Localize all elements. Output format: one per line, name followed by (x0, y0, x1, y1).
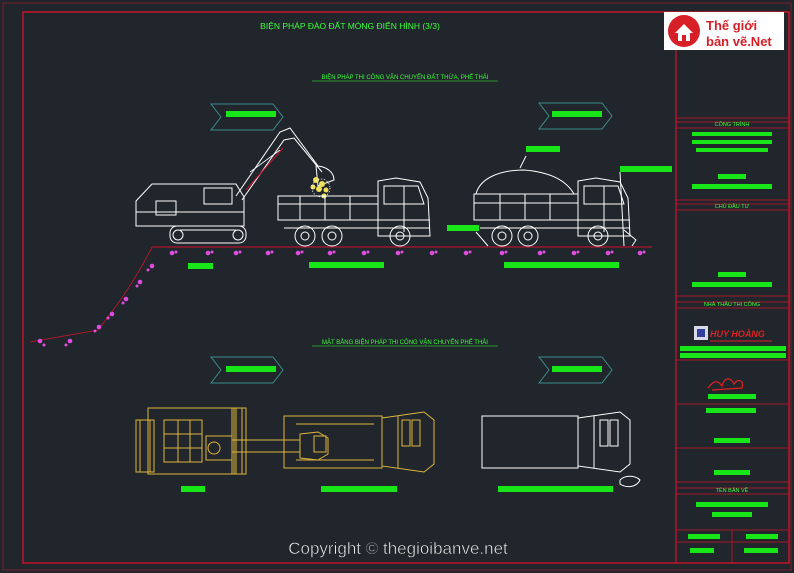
label-bar (526, 146, 560, 152)
site-logo-line2: bản vẽ (706, 34, 747, 49)
drawing-frame (22, 11, 790, 564)
excavator-plan (135, 407, 329, 475)
site-logo-line1: Thế giới (706, 18, 757, 33)
title-block-cong-trinh: CÔNG TRÌNH (715, 121, 750, 128)
label-bar (181, 486, 205, 492)
title-block-chu-dau-tu: CHỦ ĐẦU TƯ (715, 203, 750, 210)
label-bar (188, 263, 213, 269)
copyright-watermark: Copyright © thegioibanve.net (288, 539, 508, 558)
excavation-slope (29, 246, 153, 343)
dump-truck-1-elevation (277, 177, 431, 247)
excavator-elevation (135, 127, 335, 244)
section2-title: MẶT BẰNG BIỆN PHÁP THI CÔNG VẬN CHUYỂN P… (322, 338, 488, 346)
site-logo-suffix: .Net (747, 34, 772, 49)
plan-labels (181, 366, 613, 492)
section1-title: BIỆN PHÁP THI CÔNG VẬN CHUYỂN ĐẤT THỪA, … (322, 73, 489, 81)
direction-arrow-1 (209, 103, 284, 131)
contractor-logo-text: HUY HOÀNG (710, 329, 765, 339)
elevation-labels (188, 111, 672, 269)
title-block-fields (680, 132, 786, 553)
label-bar (552, 366, 602, 372)
soil-hatch (37, 250, 646, 347)
label-bar (309, 262, 384, 268)
contractor-logo: HUY HOÀNG (694, 326, 772, 342)
signature (707, 378, 743, 391)
dump-truck-2-plan (481, 411, 641, 488)
bucket-outline (311, 178, 331, 198)
label-bar (620, 166, 672, 172)
svg-text:bản vẽ.Net: bản vẽ.Net (706, 34, 772, 49)
direction-arrow-3 (209, 356, 284, 384)
title-block-grid (676, 117, 789, 563)
dump-truck-1-plan (283, 411, 435, 473)
direction-arrow-4 (537, 356, 613, 384)
title-block-ten-ban-ve: TÊN BẢN VẼ (716, 486, 749, 494)
bucket-soil (310, 177, 329, 199)
label-bar (321, 486, 397, 492)
direction-arrow-2 (537, 102, 613, 130)
site-logo: Thế giới bản vẽ.Net (664, 12, 784, 50)
label-bar (552, 111, 602, 117)
hydraulic-cylinder (245, 147, 284, 191)
label-bar (226, 111, 276, 117)
main-title: BIỆN PHÁP ĐÀO ĐẤT MÓNG ĐIỂN HÌNH (3/3) (260, 20, 440, 31)
label-bar (504, 262, 619, 268)
label-bar (498, 486, 613, 492)
dump-truck-2-elevation (473, 155, 637, 247)
title-block-nha-thau: NHÀ THẦU THI CÔNG (704, 301, 760, 308)
label-bar (447, 225, 479, 231)
label-bar (226, 366, 276, 372)
